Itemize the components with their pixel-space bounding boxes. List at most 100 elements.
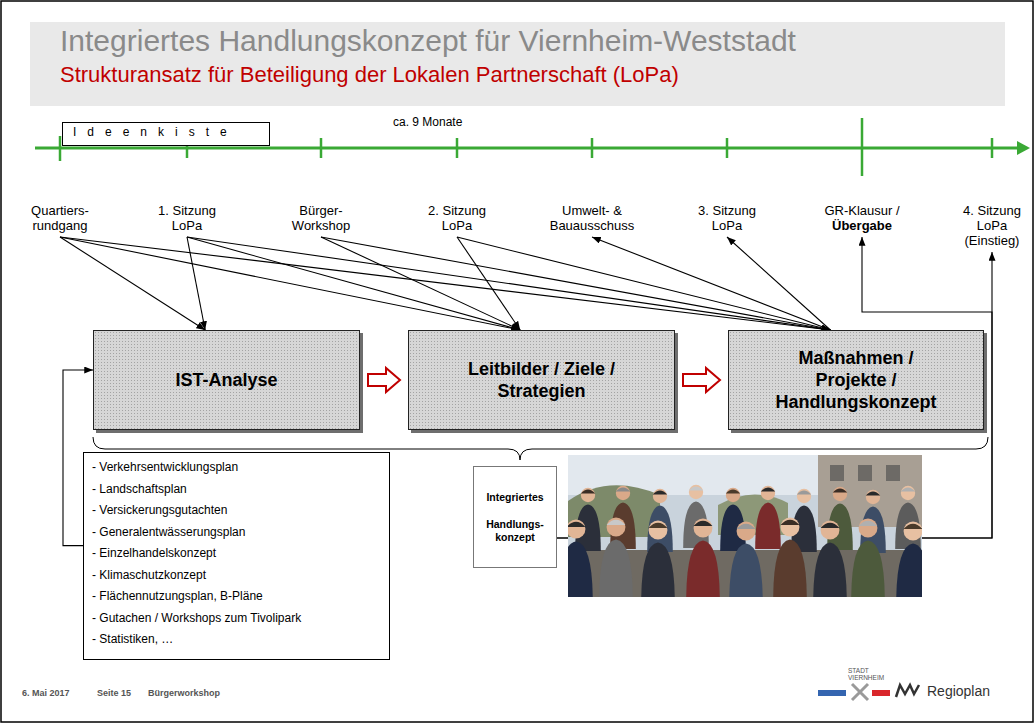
crowd <box>901 487 915 491</box>
milestone-text: 1. Sitzung LoPa <box>151 203 223 233</box>
milestone-text: 3. Sitzung LoPa <box>691 203 763 233</box>
crowd <box>737 522 756 541</box>
timeline <box>35 118 1030 176</box>
crowd <box>726 488 740 502</box>
crowd <box>653 490 667 494</box>
phase-box: Ideenkiste <box>62 122 270 146</box>
crowd <box>568 522 585 527</box>
crowd <box>851 541 885 597</box>
crowd <box>773 540 807 597</box>
crowd <box>781 520 800 525</box>
crowd <box>866 491 880 495</box>
milestone-text: Quartiers- rundgang <box>24 203 96 233</box>
crowd <box>649 521 668 540</box>
source-item: - Gutachen / Workshops zum Tivolipark <box>92 608 381 630</box>
source-item: - Verkehrsentwicklungsplan <box>92 457 381 479</box>
subtitle: Strukturansatz für Beteiligung der Lokal… <box>60 62 679 87</box>
connector-arrow <box>60 237 830 330</box>
crowd <box>833 488 847 492</box>
logo-brand: Regioplan <box>927 683 990 699</box>
result-text: Handlungs- konzept <box>478 518 552 544</box>
crowd <box>904 522 922 541</box>
crowd <box>616 486 630 500</box>
process-box: Maßnahmen / Projekte / Handlungskonzept <box>728 330 984 430</box>
brand-icon <box>896 685 919 697</box>
process-title: IST-Analyse <box>175 369 277 391</box>
crowd <box>866 490 880 504</box>
connector-arrow <box>187 237 520 330</box>
milestone-text: Übergabe <box>810 218 914 233</box>
crowd <box>568 520 585 539</box>
process-title: Leitbilder / Ziele / Strategien <box>442 358 642 402</box>
milestone-text: Umwelt- & Bauausschuss <box>546 203 638 233</box>
slide-title: Integriertes Handlungskonzept für Viernh… <box>60 24 796 59</box>
crowd <box>737 524 756 529</box>
footer-page: Seite 15 <box>97 688 131 699</box>
connector-arrow <box>727 237 830 330</box>
crowd <box>813 521 847 597</box>
result-box: IntegriertesHandlungs- konzept <box>473 466 557 568</box>
crowd <box>607 520 626 525</box>
connector-arrow <box>321 237 830 330</box>
footer-date: 6. Mai 2017 <box>22 688 70 699</box>
crowd <box>683 485 709 548</box>
block-arrow <box>368 368 400 392</box>
crowd <box>581 489 595 493</box>
crowd <box>568 542 593 597</box>
milestone-label: 3. Sitzung LoPa <box>691 203 763 237</box>
crowd <box>686 519 720 597</box>
connector-arrow <box>187 237 830 330</box>
source-item: - Flächennutzungsplan, B-Pläne <box>92 586 381 608</box>
city-logo <box>852 684 868 700</box>
timeline-tick <box>726 138 729 158</box>
timeline-tick <box>991 138 994 158</box>
crowd <box>797 489 811 503</box>
crowd <box>689 485 703 499</box>
crowd <box>859 521 878 526</box>
block-arrow <box>683 368 720 392</box>
phase-label: Ideenkiste <box>73 124 269 140</box>
crowd <box>729 522 763 597</box>
milestone-label: 2. Sitzung LoPa <box>421 203 493 237</box>
crowd <box>896 544 922 597</box>
crowd <box>599 540 633 597</box>
crowd <box>755 503 781 549</box>
process-box: Leitbilder / Ziele / Strategien <box>408 330 675 430</box>
crowd <box>755 486 781 549</box>
milestone-text: 2. Sitzung LoPa <box>421 203 493 233</box>
timeline-tick <box>456 138 459 158</box>
source-list-box: - Verkehrsentwicklungsplan- Landschaftsp… <box>83 452 390 660</box>
crowd <box>813 543 847 597</box>
connector-arrow <box>187 237 205 330</box>
connector-arrow <box>457 237 520 330</box>
milestone-text: GR-Klausur / <box>810 203 914 218</box>
process-title: Maßnahmen / Projekte / Handlungskonzept <box>769 347 944 413</box>
crowd <box>610 486 636 549</box>
crowd <box>607 518 626 537</box>
crowd <box>616 487 630 491</box>
connector-arrow <box>592 237 830 330</box>
timeline-tick <box>59 136 62 161</box>
crowd <box>568 520 593 597</box>
source-item: - Statistiken, … <box>92 629 381 651</box>
source-item: - Klimaschutzkonzept <box>92 565 381 587</box>
crowd <box>686 541 720 597</box>
crowd <box>599 518 633 597</box>
timeline-tick <box>320 138 323 158</box>
crowd <box>694 519 713 538</box>
crowd <box>797 490 811 494</box>
connector-arrow <box>60 237 205 330</box>
crowd <box>641 543 675 597</box>
crowd <box>694 521 713 526</box>
crowd <box>821 523 840 528</box>
photo-illustration <box>830 465 844 481</box>
crowd <box>761 486 775 500</box>
source-item: - Versickerungsgutachten <box>92 500 381 522</box>
logo-text: STADT VIERNHEIM <box>848 667 886 681</box>
source-item: - Generalentwässerungsplan <box>92 522 381 544</box>
crowd <box>773 518 807 597</box>
milestone-text: 4. Sitzung LoPa (Einstieg) <box>956 203 1028 248</box>
crowd <box>720 488 746 551</box>
crowd <box>729 544 763 597</box>
